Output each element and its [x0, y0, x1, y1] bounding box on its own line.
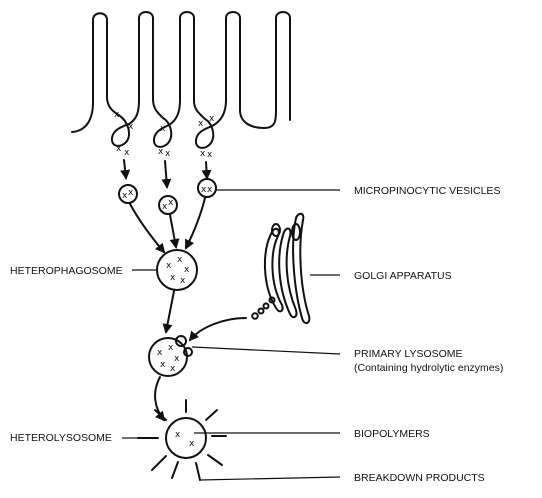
marker-x: x [128, 122, 134, 132]
arrow [130, 204, 164, 252]
marker-x: x [124, 148, 130, 158]
marker-x: x [175, 430, 181, 440]
label-primary-lysosome-note: (Containing hydrolytic enzymes) [354, 362, 503, 374]
marker-x: x [207, 185, 213, 195]
marker-x: x [184, 265, 190, 275]
arrow [166, 291, 174, 332]
marker-x: x [177, 255, 183, 265]
arrow [206, 162, 207, 178]
marker-x: x [174, 354, 180, 364]
heterolysosome [166, 418, 206, 458]
marker-x: x [128, 188, 134, 198]
marker-x: x [168, 198, 174, 208]
leader-line [192, 347, 340, 354]
marker-x: x [180, 276, 186, 286]
marker-x: x [165, 149, 171, 159]
arrow [186, 198, 205, 248]
marker-x: x [114, 110, 120, 120]
marker-x: x [168, 343, 174, 353]
arrow [170, 215, 176, 247]
marker-x: x [160, 124, 166, 134]
golgi-apparatus [252, 214, 309, 323]
marker-x: x [157, 348, 163, 358]
label-heterophagosome: HETEROPHAGOSOME [10, 265, 123, 277]
marker-x: x [170, 273, 176, 283]
label-heterolysosome: HETEROLYSOSOME [10, 432, 112, 444]
marker-x: x [158, 147, 164, 157]
label-micropinocytic-vesicles: MICROPINOCYTIC VESICLES [354, 185, 500, 197]
marker-x: x [116, 144, 122, 154]
label-primary-lysosome: PRIMARY LYSOSOME [354, 348, 463, 360]
label-biopolymers: BIOPOLYMERS [354, 428, 430, 440]
marker-x: x [198, 119, 204, 129]
marker-x: x [207, 150, 213, 160]
arrow [165, 161, 167, 187]
label-breakdown-products: BREAKDOWN PRODUCTS [354, 472, 485, 484]
marker-x: x [189, 439, 195, 449]
label-golgi-apparatus: GOLGI APPARATUS [354, 270, 452, 282]
primary-lysosome-bud [184, 348, 192, 356]
leader-line [200, 477, 340, 480]
breakdown-rays [138, 400, 226, 480]
marker-x: x [209, 114, 215, 124]
marker-x: x [170, 364, 176, 374]
arrow [190, 318, 246, 340]
cell-membrane-surface [72, 12, 290, 148]
arrow [124, 160, 126, 178]
marker-x: x [166, 261, 172, 271]
marker-x: x [160, 360, 166, 370]
marker-x: x [200, 149, 206, 159]
